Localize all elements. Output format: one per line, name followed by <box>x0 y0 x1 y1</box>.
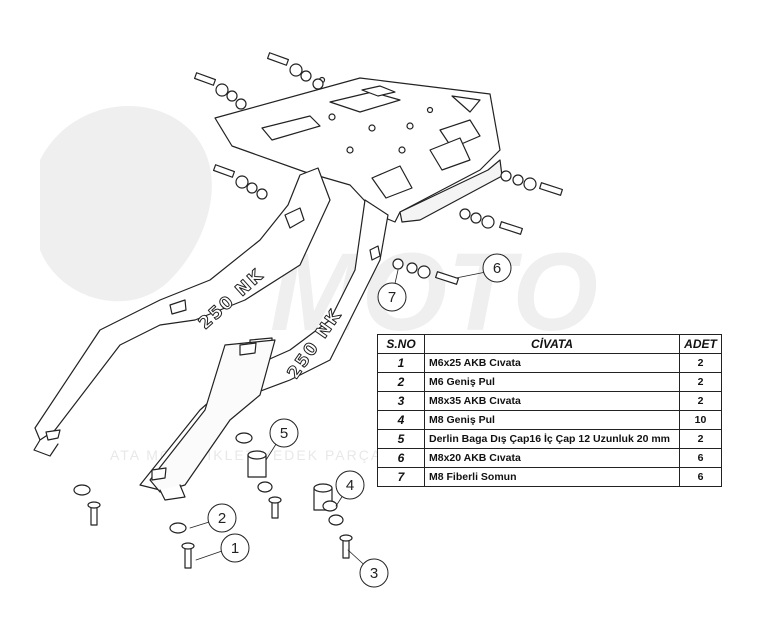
row-no: 7 <box>377 467 425 487</box>
callout-1: 1 <box>220 533 250 563</box>
bottom-hardware <box>73 432 353 569</box>
header-name: CİVATA <box>424 334 680 354</box>
table-row: 6 M8x20 AKB Cıvata 6 <box>377 448 722 468</box>
callout-6-label: 6 <box>493 260 501 277</box>
header-no: S.NO <box>377 334 425 354</box>
callout-2: 2 <box>207 503 237 533</box>
table-row: 2 M6 Geniş Pul 2 <box>377 372 722 392</box>
row-qty: 2 <box>679 353 722 373</box>
row-name: M8 Fiberli Somun <box>424 467 680 487</box>
row-qty: 6 <box>679 448 722 468</box>
header-qty: ADET <box>679 334 722 354</box>
callout-5: 5 <box>269 418 299 448</box>
row-no: 2 <box>377 372 425 392</box>
row-no: 5 <box>377 429 425 449</box>
top-luggage-plate <box>214 76 503 223</box>
row-name: M8x35 AKB Cıvata <box>424 391 680 411</box>
table-row: 1 M6x25 AKB Cıvata 2 <box>377 353 722 373</box>
callout-3-label: 3 <box>370 565 378 582</box>
bolt-set-top-left <box>193 52 324 200</box>
table-header-row: S.NO CİVATA ADET <box>377 334 722 354</box>
callout-1-label: 1 <box>231 540 239 557</box>
row-qty: 2 <box>679 372 722 392</box>
callout-4-label: 4 <box>346 477 354 494</box>
row-no: 1 <box>377 353 425 373</box>
row-qty: 2 <box>679 391 722 411</box>
row-name: M6 Geniş Pul <box>424 372 680 392</box>
row-qty: 10 <box>679 410 722 430</box>
callout-7-label: 7 <box>388 289 396 306</box>
callout-3: 3 <box>359 558 389 588</box>
row-name: M8x20 AKB Cıvata <box>424 448 680 468</box>
callout-6: 6 <box>482 253 512 283</box>
table-row: 7 M8 Fiberli Somun 6 <box>377 467 722 487</box>
row-name: M8 Geniş Pul <box>424 410 680 430</box>
bolt-set-right <box>392 170 563 285</box>
callout-2-label: 2 <box>218 510 226 527</box>
row-qty: 6 <box>679 467 722 487</box>
row-no: 6 <box>377 448 425 468</box>
parts-table: S.NO CİVATA ADET 1 M6x25 AKB Cıvata 2 2 … <box>377 334 722 487</box>
row-qty: 2 <box>679 429 722 449</box>
table-row: 3 M8x35 AKB Cıvata 2 <box>377 391 722 411</box>
row-no: 3 <box>377 391 425 411</box>
table-row: 5 Derlin Baga Dış Çap16 İç Çap 12 Uzunlu… <box>377 429 722 449</box>
callout-5-label: 5 <box>280 425 288 442</box>
table-row: 4 M8 Geniş Pul 10 <box>377 410 722 430</box>
row-name: M6x25 AKB Cıvata <box>424 353 680 373</box>
callout-7: 7 <box>377 282 407 312</box>
callout-4: 4 <box>335 470 365 500</box>
row-name: Derlin Baga Dış Çap16 İç Çap 12 Uzunluk … <box>424 429 680 449</box>
row-no: 4 <box>377 410 425 430</box>
